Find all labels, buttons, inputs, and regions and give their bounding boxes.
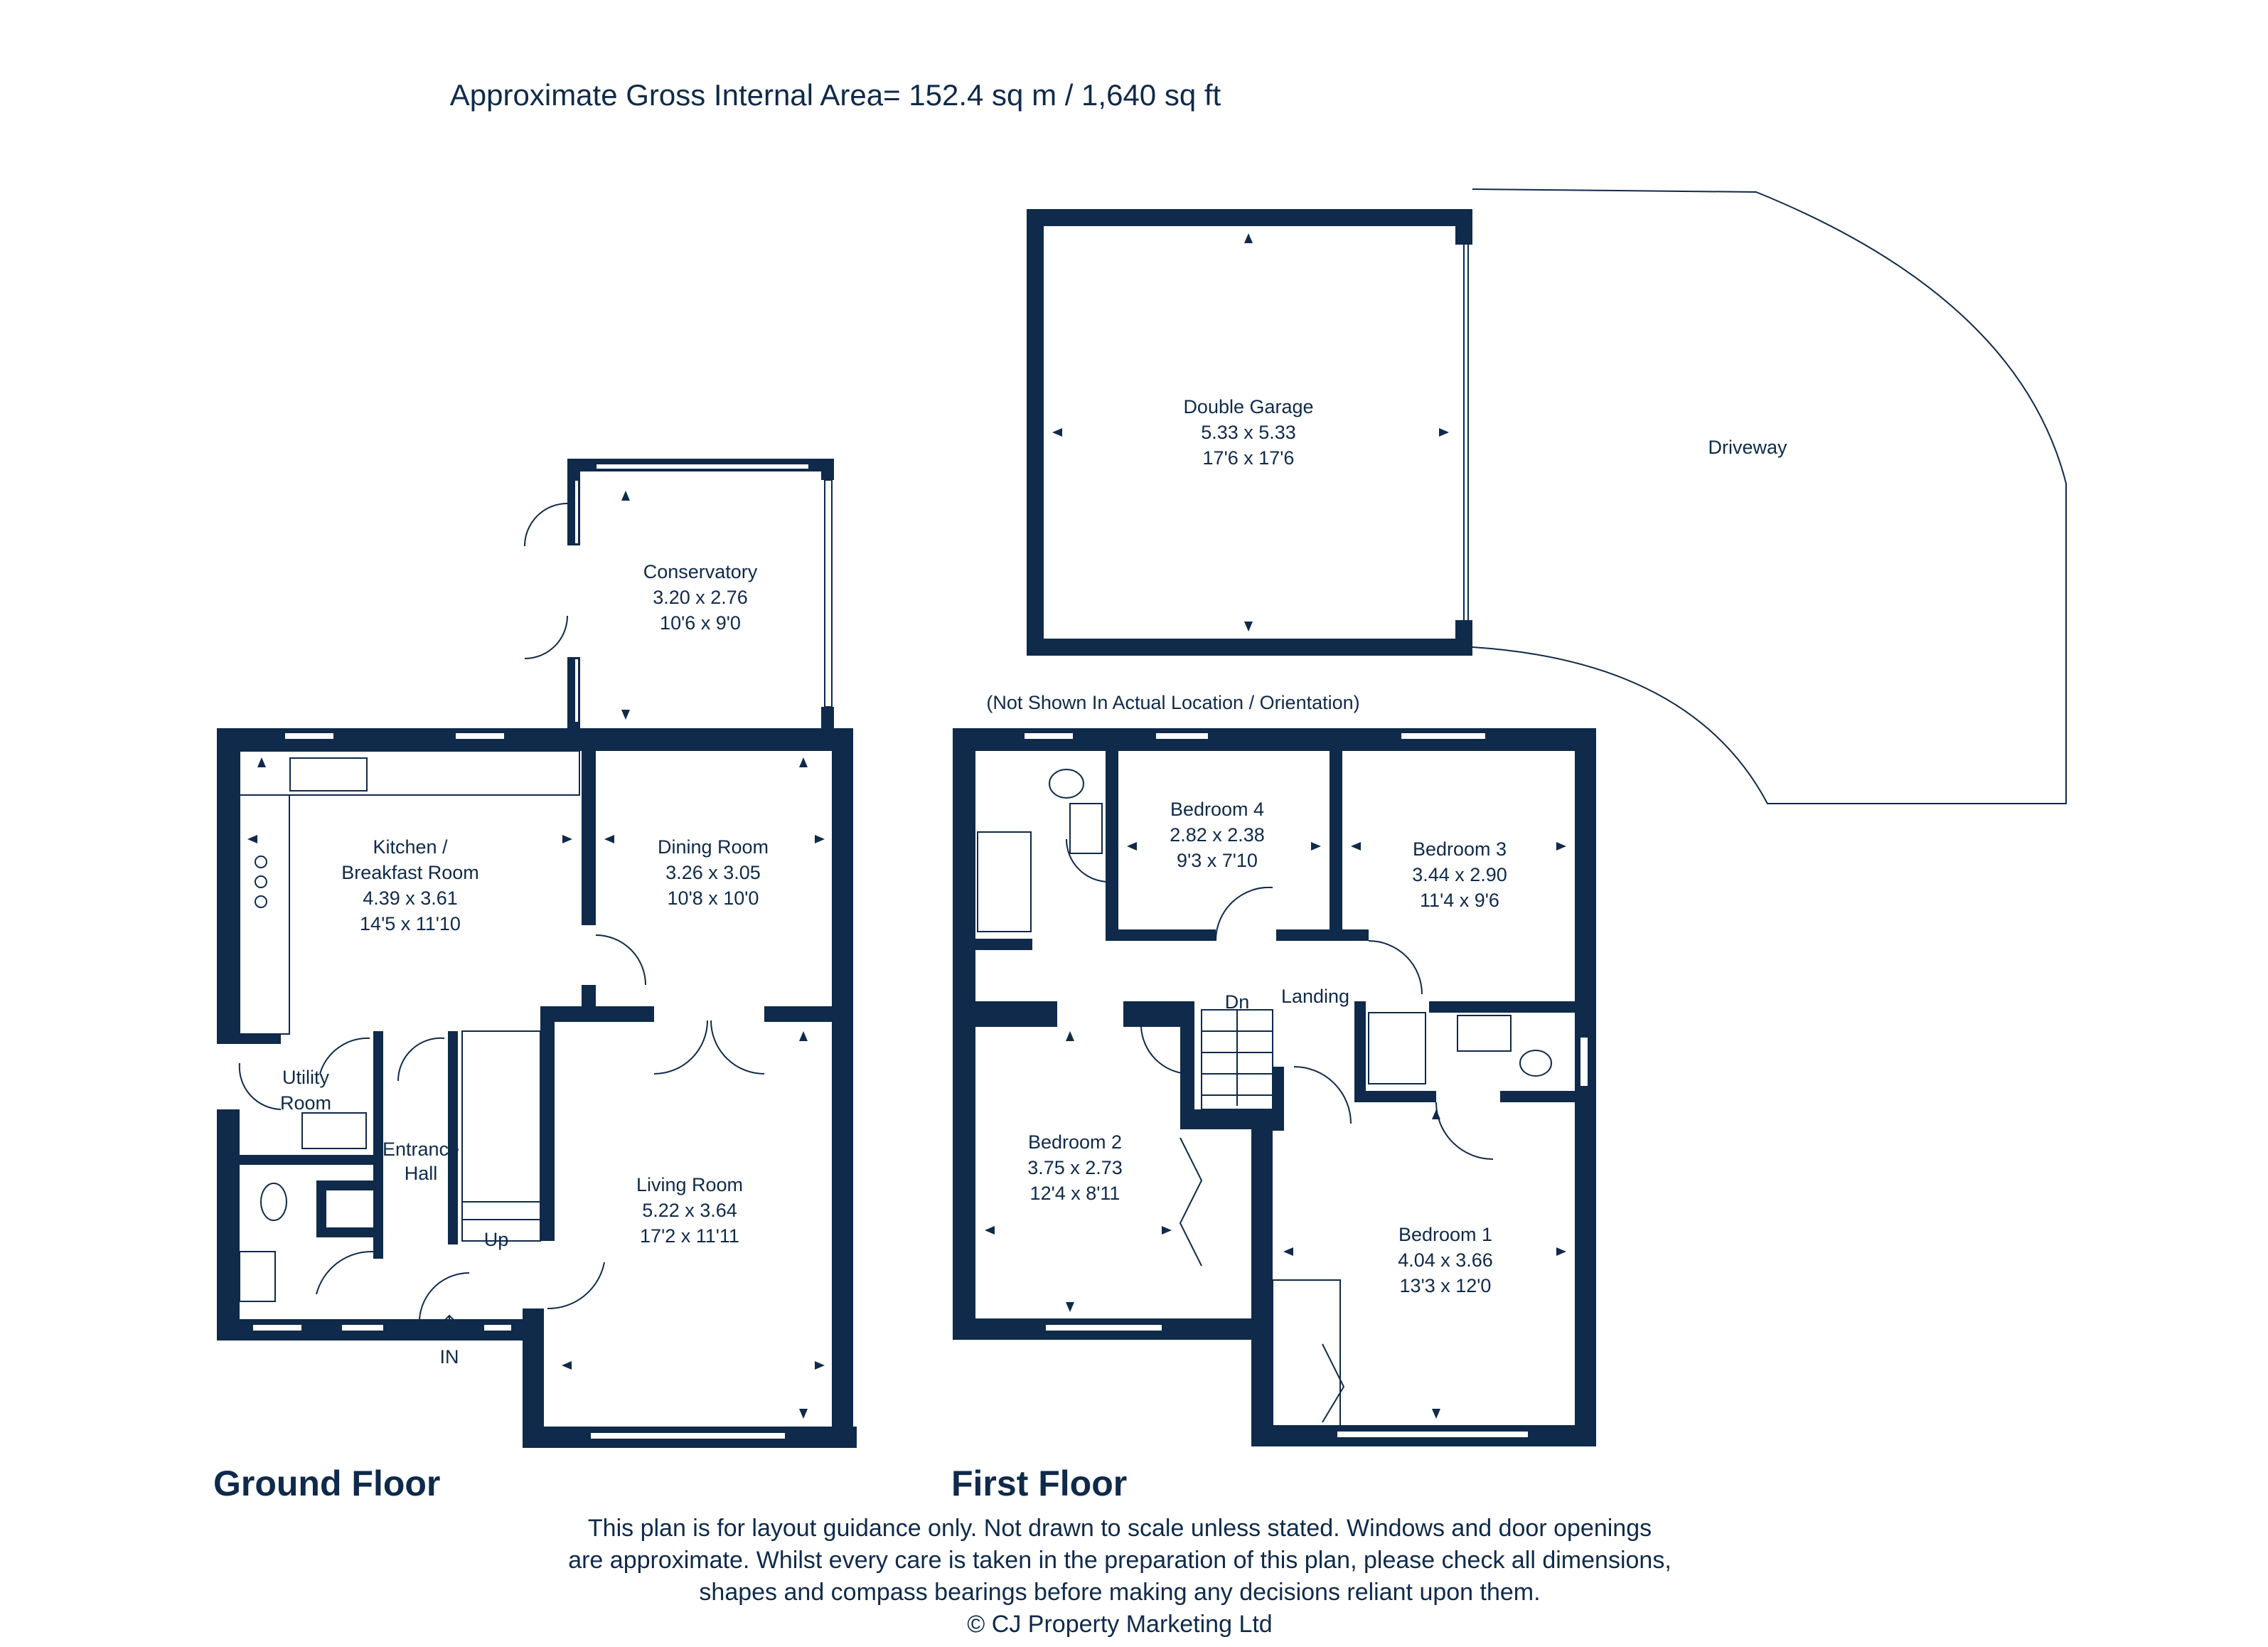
kitchen-label: Kitchen / Breakfast Room 4.39 x 3.61 14'…: [341, 836, 479, 934]
first-floor-fittings: [977, 769, 1552, 1427]
driveway-outline: [1472, 188, 2067, 804]
svg-text:Bedroom 2: Bedroom 2: [1028, 1131, 1122, 1153]
utility-room-label: Utility Room: [280, 1067, 331, 1114]
landing-label: Landing: [1281, 986, 1349, 1007]
svg-text:3.20 x 2.76: 3.20 x 2.76: [653, 587, 748, 608]
svg-text:Entrance: Entrance: [383, 1139, 459, 1160]
svg-text:Living Room: Living Room: [636, 1174, 743, 1195]
conservatory-label: Conservatory 3.20 x 2.76 10'6 x 9'0: [643, 561, 758, 634]
first-floor-windows: [1023, 732, 1589, 1439]
area-title: Approximate Gross Internal Area= 152.4 s…: [450, 78, 1221, 112]
disclaimer: This plan is for layout guidance only. N…: [568, 1515, 1671, 1638]
svg-text:14'5 x 11'10: 14'5 x 11'10: [360, 913, 461, 934]
conservatory-glazing: [574, 463, 833, 740]
ground-floor-fittings: [238, 503, 765, 1320]
svg-text:17'6 x 17'6: 17'6 x 17'6: [1203, 447, 1295, 469]
living-room-label: Living Room 5.22 x 3.64 17'2 x 11'11: [636, 1174, 743, 1247]
svg-text:Dining Room: Dining Room: [658, 836, 769, 858]
svg-text:shapes and compass bearings be: shapes and compass bearings before makin…: [699, 1579, 1540, 1606]
svg-text:17'2 x 11'11: 17'2 x 11'11: [640, 1225, 739, 1247]
dining-room-label: Dining Room 3.26 x 3.05 10'8 x 10'0: [658, 836, 769, 909]
entrance-arrow-icon: [440, 1314, 459, 1340]
ground-floor-walls: [217, 459, 857, 1448]
bedroom-4-label: Bedroom 4 2.82 x 2.38 9'3 x 7'10: [1170, 799, 1265, 871]
garage-label: Double Garage 5.33 x 5.33 17'6 x 17'6: [1183, 396, 1313, 469]
stairs-down-label: Dn: [1225, 991, 1250, 1013]
driveway-label: Driveway: [1708, 437, 1787, 458]
svg-text:12'4 x 8'11: 12'4 x 8'11: [1030, 1183, 1120, 1204]
svg-text:Room: Room: [280, 1092, 331, 1114]
svg-text:2.82 x 2.38: 2.82 x 2.38: [1170, 824, 1265, 846]
bedroom-2-label: Bedroom 2 3.75 x 2.73 12'4 x 8'11: [1027, 1131, 1123, 1204]
svg-text:10'8 x 10'0: 10'8 x 10'0: [668, 888, 759, 909]
entrance-in-label: IN: [440, 1346, 459, 1368]
svg-text:4.39 x 3.61: 4.39 x 3.61: [363, 888, 458, 909]
garage-plan: [1027, 209, 1472, 656]
dimension-arrows: [247, 233, 1566, 1419]
svg-text:Bedroom 3: Bedroom 3: [1413, 838, 1507, 860]
svg-text:This plan is for layout guidan: This plan is for layout guidance only. N…: [588, 1515, 1652, 1542]
svg-text:are approximate. Whilst every: are approximate. Whilst every care is ta…: [568, 1547, 1671, 1574]
svg-text:Double Garage: Double Garage: [1183, 396, 1313, 417]
svg-text:Utility: Utility: [282, 1067, 329, 1088]
svg-text:11'4 x 9'6: 11'4 x 9'6: [1420, 890, 1499, 911]
bedroom-3-label: Bedroom 3 3.44 x 2.90 11'4 x 9'6: [1412, 838, 1507, 911]
svg-text:5.33 x 5.33: 5.33 x 5.33: [1201, 422, 1296, 443]
svg-text:Bedroom 4: Bedroom 4: [1170, 799, 1264, 820]
first-floor-walls: [953, 728, 1596, 1446]
svg-text:3.26 x 3.05: 3.26 x 3.05: [665, 862, 761, 883]
svg-text:Hall: Hall: [405, 1163, 438, 1184]
svg-text:© CJ Property Marketing Ltd: © CJ Property Marketing Ltd: [967, 1611, 1272, 1638]
entrance-hall-label: Entrance Hall: [383, 1139, 459, 1184]
svg-text:3.44 x 2.90: 3.44 x 2.90: [1412, 864, 1507, 885]
svg-text:Breakfast Room: Breakfast Room: [341, 862, 479, 883]
svg-text:10'6 x 9'0: 10'6 x 9'0: [660, 612, 741, 634]
first-floor-label: First Floor: [951, 1464, 1127, 1503]
svg-text:5.22 x 3.64: 5.22 x 3.64: [642, 1200, 737, 1221]
bedroom-1-label: Bedroom 1 4.04 x 3.66 13'3 x 12'0: [1398, 1224, 1493, 1296]
svg-text:4.04 x 3.66: 4.04 x 3.66: [1398, 1249, 1493, 1271]
svg-text:Kitchen /: Kitchen /: [373, 836, 448, 858]
location-note: (Not Shown In Actual Location / Orientat…: [986, 692, 1359, 713]
svg-text:9'3 x 7'10: 9'3 x 7'10: [1177, 850, 1258, 871]
svg-text:13'3 x 12'0: 13'3 x 12'0: [1400, 1275, 1492, 1296]
svg-text:Bedroom 1: Bedroom 1: [1398, 1224, 1492, 1245]
ground-floor-label: Ground Floor: [213, 1464, 440, 1503]
ground-floor-windows: [252, 732, 786, 1440]
svg-text:3.75 x 2.73: 3.75 x 2.73: [1027, 1157, 1123, 1178]
stairs-up-label: Up: [484, 1229, 509, 1250]
svg-text:Conservatory: Conservatory: [643, 561, 758, 582]
